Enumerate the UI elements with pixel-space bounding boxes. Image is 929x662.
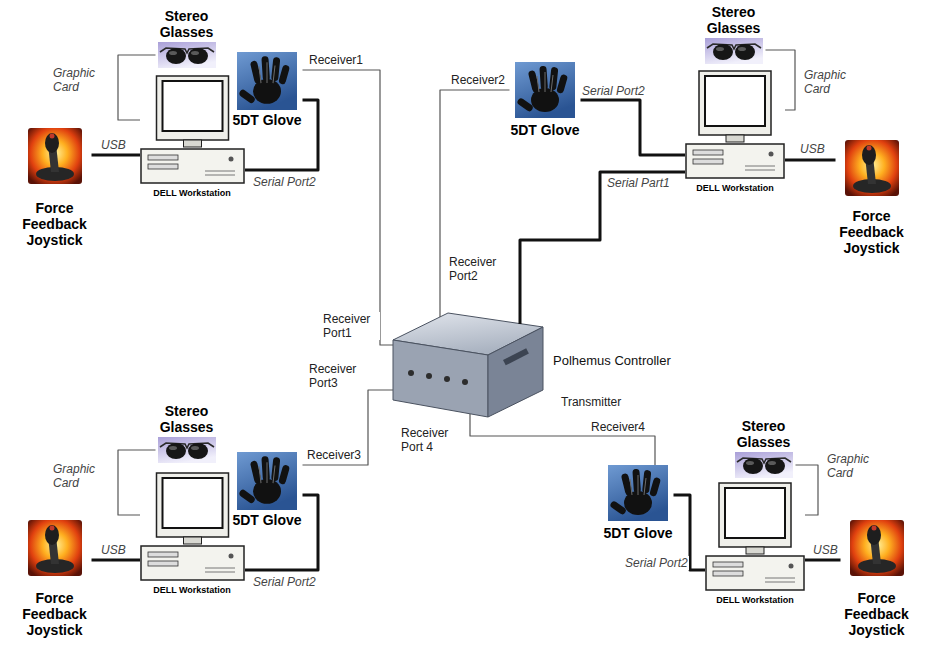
connection-label: Serial Port2: [252, 575, 317, 589]
glasses-icon: [158, 437, 216, 463]
device-label: 5DT Glove: [603, 525, 674, 541]
workstation-label: DELL Workstation: [153, 188, 232, 199]
connection-label: Receiver4: [590, 420, 646, 434]
glove-icon: [237, 52, 297, 110]
workstation-label: DELL Workstation: [716, 595, 795, 606]
cable: [92, 154, 141, 157]
workstation: DELL Workstation: [140, 472, 245, 596]
glove-icon: [608, 465, 668, 521]
joystick-icon: [845, 140, 899, 196]
device-label: Force Feedback Joystick: [19, 590, 91, 638]
workstation-label: DELL Workstation: [696, 183, 775, 194]
connection-label: Graphic Card: [52, 66, 104, 94]
cable: [303, 70, 394, 345]
cable: [520, 172, 685, 305]
joystick-icon: [850, 520, 904, 576]
cable: [470, 420, 655, 465]
workstation-label: DELL Workstation: [153, 585, 232, 596]
cable: [805, 559, 841, 562]
workstation: DELL Workstation: [705, 482, 805, 606]
device-label: 5DT Glove: [232, 112, 303, 128]
cable: [581, 100, 686, 155]
connection-label: USB: [812, 543, 839, 557]
glove-icon: [237, 452, 297, 510]
device-label: 5DT Glove: [510, 122, 581, 138]
joystick-icon: [28, 128, 82, 184]
force-feedback-joystick: Force Feedback Joystick: [841, 520, 914, 638]
stereo-glasses: Stereo Glasses: [703, 4, 766, 64]
ws-icon: [140, 75, 245, 185]
device-label: Stereo Glasses: [156, 403, 218, 435]
device-label: Force Feedback Joystick: [836, 208, 908, 256]
data-glove: 5DT Glove: [232, 452, 303, 528]
port-label: Receiver Port1: [322, 312, 380, 340]
port-label: Receiver Port3: [308, 362, 366, 390]
glasses-icon: [705, 38, 763, 64]
stereo-glasses: Stereo Glasses: [156, 8, 219, 68]
connection-label: Graphic Card: [52, 462, 104, 490]
device-label: 5DT Glove: [232, 512, 303, 528]
ws-icon: [140, 472, 245, 582]
connection-label: USB: [100, 543, 127, 557]
connection-label: Serial Port2: [624, 556, 689, 570]
cable: [118, 55, 156, 120]
cable: [440, 90, 510, 305]
stereo-glasses: Stereo Glasses: [156, 403, 219, 463]
port-label: Receiver Port2: [448, 255, 506, 283]
joystick-icon: [28, 520, 82, 576]
tracker-controller: Polhemus Controller: [393, 305, 672, 420]
connection-label: Receiver2: [450, 73, 506, 87]
glasses-icon: [735, 452, 793, 478]
port-label: Receiver Port 4: [400, 426, 464, 454]
connection-label: Receiver1: [308, 53, 364, 67]
cable: [785, 159, 836, 162]
cable: [303, 390, 394, 465]
glove-icon: [515, 62, 575, 118]
ws-icon: [705, 482, 805, 592]
data-glove: 5DT Glove: [510, 62, 581, 138]
cable: [245, 100, 318, 170]
data-glove: 5DT Glove: [232, 52, 303, 128]
cable: [796, 465, 819, 515]
glasses-icon: [158, 42, 216, 68]
connection-label: USB: [799, 142, 826, 156]
ws-icon: [685, 70, 785, 180]
force-feedback-joystick: Force Feedback Joystick: [19, 520, 92, 638]
cable: [118, 450, 156, 515]
controller-label: Polhemus Controller: [553, 353, 672, 368]
port-label: Transmitter: [560, 395, 622, 409]
device-label: Force Feedback Joystick: [19, 200, 91, 248]
cable: [92, 559, 141, 562]
ctrl-icon: [393, 305, 543, 420]
connection-label: Graphic Card: [803, 68, 855, 96]
device-label: Stereo Glasses: [156, 8, 218, 40]
connection-label: Graphic Card: [826, 452, 878, 480]
device-label: Force Feedback Joystick: [841, 590, 913, 638]
connection-label: Serial Port2: [252, 175, 317, 189]
device-label: Stereo Glasses: [733, 418, 795, 450]
workstation: DELL Workstation: [140, 75, 245, 199]
workstation: DELL Workstation: [685, 70, 785, 194]
device-label: Stereo Glasses: [703, 4, 765, 36]
connection-label: Serial Part1: [606, 176, 671, 190]
connection-label: Serial Port2: [581, 84, 646, 98]
force-feedback-joystick: Force Feedback Joystick: [19, 128, 92, 248]
data-glove: 5DT Glove: [603, 465, 674, 541]
stereo-glasses: Stereo Glasses: [733, 418, 796, 478]
connection-label: Receiver3: [306, 448, 362, 462]
connection-label: USB: [100, 138, 127, 152]
force-feedback-joystick: Force Feedback Joystick: [836, 140, 909, 256]
